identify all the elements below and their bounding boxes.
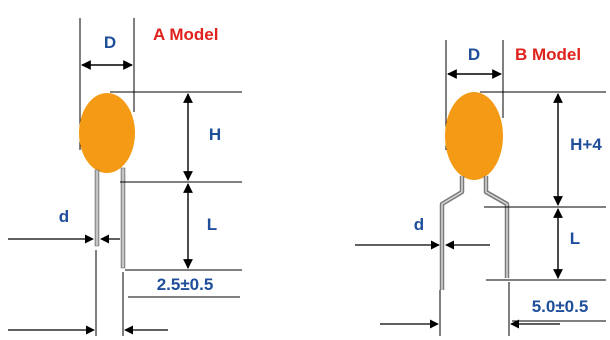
- model-b-drawing: D B Model H+4 L d 5.0±0.5: [355, 40, 606, 336]
- model-b-pitch-label: 5.0±0.5: [532, 297, 589, 316]
- model-a-lead-left: [94, 169, 100, 247]
- model-b-lead-right: [483, 176, 510, 278]
- model-b-lead-right-highlight: [485, 176, 508, 278]
- model-b-h-label: H+4: [570, 135, 602, 154]
- model-b-lead-left-highlight: [441, 176, 463, 290]
- model-a-l-label: L: [207, 215, 217, 234]
- model-a-pitch-label: 2.5±0.5: [157, 275, 214, 294]
- model-a-drawing: D A Model H L d 2.5±0.5: [8, 18, 242, 336]
- model-a-lead-right: [120, 167, 126, 269]
- model-b-title: B Model: [515, 45, 581, 64]
- model-b-l-label: L: [570, 229, 580, 248]
- model-a-capacitor-body: [79, 93, 135, 173]
- model-a-h-label: H: [209, 125, 221, 144]
- model-b-d-label: D: [468, 45, 480, 64]
- model-a-title: A Model: [153, 25, 218, 44]
- model-b-lead-d-label: d: [414, 215, 424, 234]
- model-a-lead-d-label: d: [59, 207, 69, 226]
- model-a-d-label: D: [104, 33, 116, 52]
- model-b-capacitor-body: [445, 92, 503, 180]
